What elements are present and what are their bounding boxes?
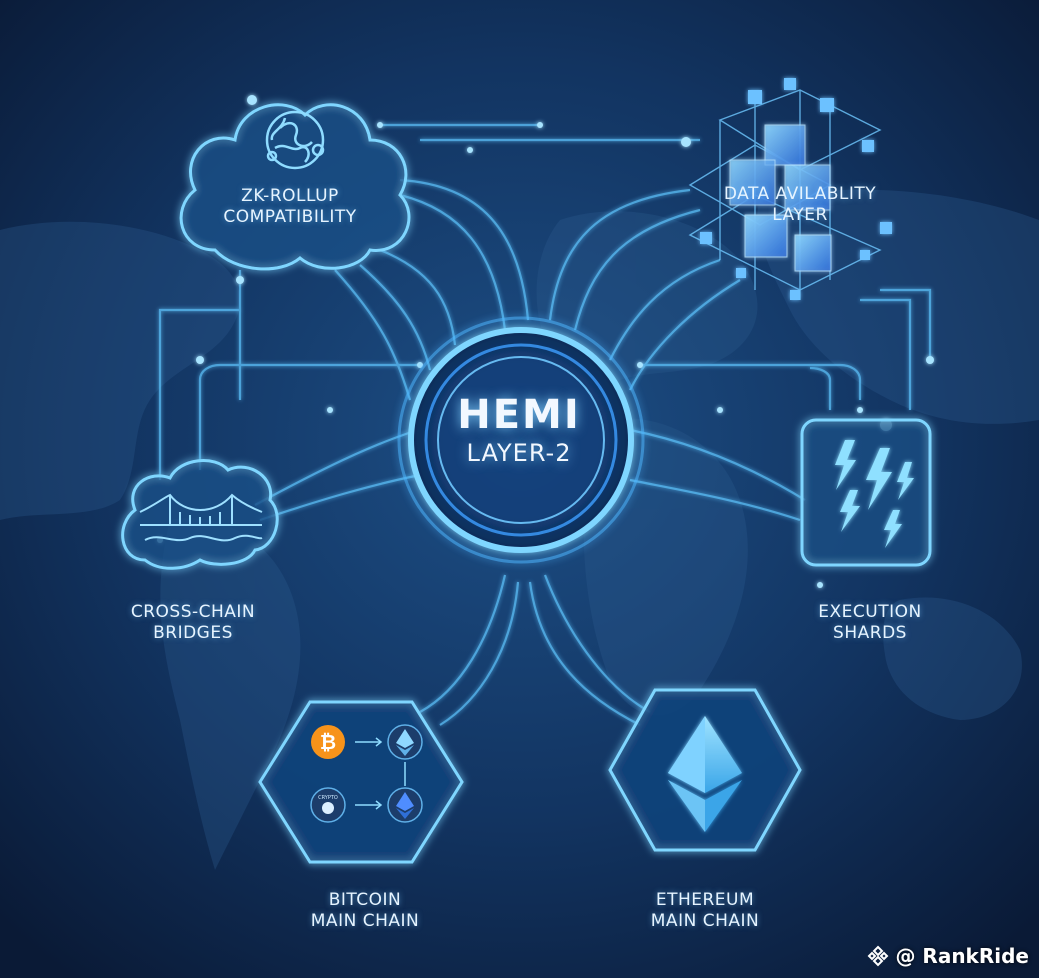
ethereum-blue-icon (387, 787, 423, 823)
execution-line2: SHARDS (833, 623, 907, 643)
execution-shards-label: EXECUTION SHARDS (790, 602, 950, 644)
cross-chain-bridges-node (121, 459, 279, 570)
ethereum-line1: ETHEREUM (655, 890, 755, 910)
cross-chain-line2: BRIDGES (153, 623, 233, 643)
layer2-subtitle: LAYER-2 (466, 439, 572, 467)
hemi-core (397, 316, 645, 564)
binance-icon (868, 945, 889, 967)
cross-chain-line1: CROSS-CHAIN (130, 602, 256, 622)
watermark-text: @ RankRide (895, 944, 1029, 968)
ethereum-small-icon (387, 724, 423, 760)
data-availability-line2: LAYER (772, 205, 828, 225)
crypto-token-icon: CRYPTO (310, 787, 346, 823)
data-availability-node (688, 78, 892, 300)
bitcoin-label: BITCOIN MAIN CHAIN (290, 890, 440, 932)
watermark: @ RankRide (867, 944, 1029, 968)
world-map (0, 189, 1039, 870)
execution-line1: EXECUTION (818, 602, 922, 622)
lightning-icon (835, 440, 914, 548)
bitcoin-line2: MAIN CHAIN (310, 911, 420, 931)
ethereum-icon (668, 716, 742, 832)
data-availability-line1: DATA AVILABLITY (723, 184, 877, 204)
execution-shards-node (800, 418, 932, 567)
data-availability-label: DATA AVILABLITY LAYER (700, 184, 900, 226)
bitcoin-arrows (355, 737, 406, 810)
zk-rollup-label: ZK-ROLLUP COMPATIBILITY (200, 186, 380, 228)
bridge-icon (139, 493, 263, 542)
ethereum-line2: MAIN CHAIN (650, 911, 760, 931)
cubes-icon (700, 78, 892, 300)
crypto-mini-label: CRYPTO (318, 795, 338, 801)
cross-chain-bridges-label: CROSS-CHAIN BRIDGES (103, 602, 283, 644)
hemi-title: HEMI (457, 392, 581, 438)
brain-icon (265, 110, 325, 170)
bitcoin-main-chain-node: ₿ CRYPTO (258, 700, 464, 864)
zk-rollup-line1: ZK-ROLLUP (241, 186, 339, 206)
bitcoin-line1: BITCOIN (328, 890, 402, 910)
svg-text:₿: ₿ (320, 730, 336, 754)
ethereum-label: ETHEREUM MAIN CHAIN (630, 890, 780, 932)
center-title: HEMI LAYER-2 (419, 392, 619, 468)
zk-rollup-node (179, 103, 411, 271)
ethereum-main-chain-node (608, 688, 802, 852)
zk-rollup-line2: COMPATIBILITY (223, 207, 357, 227)
bitcoin-icon: ₿ (311, 725, 345, 759)
connection-lines (158, 123, 932, 726)
